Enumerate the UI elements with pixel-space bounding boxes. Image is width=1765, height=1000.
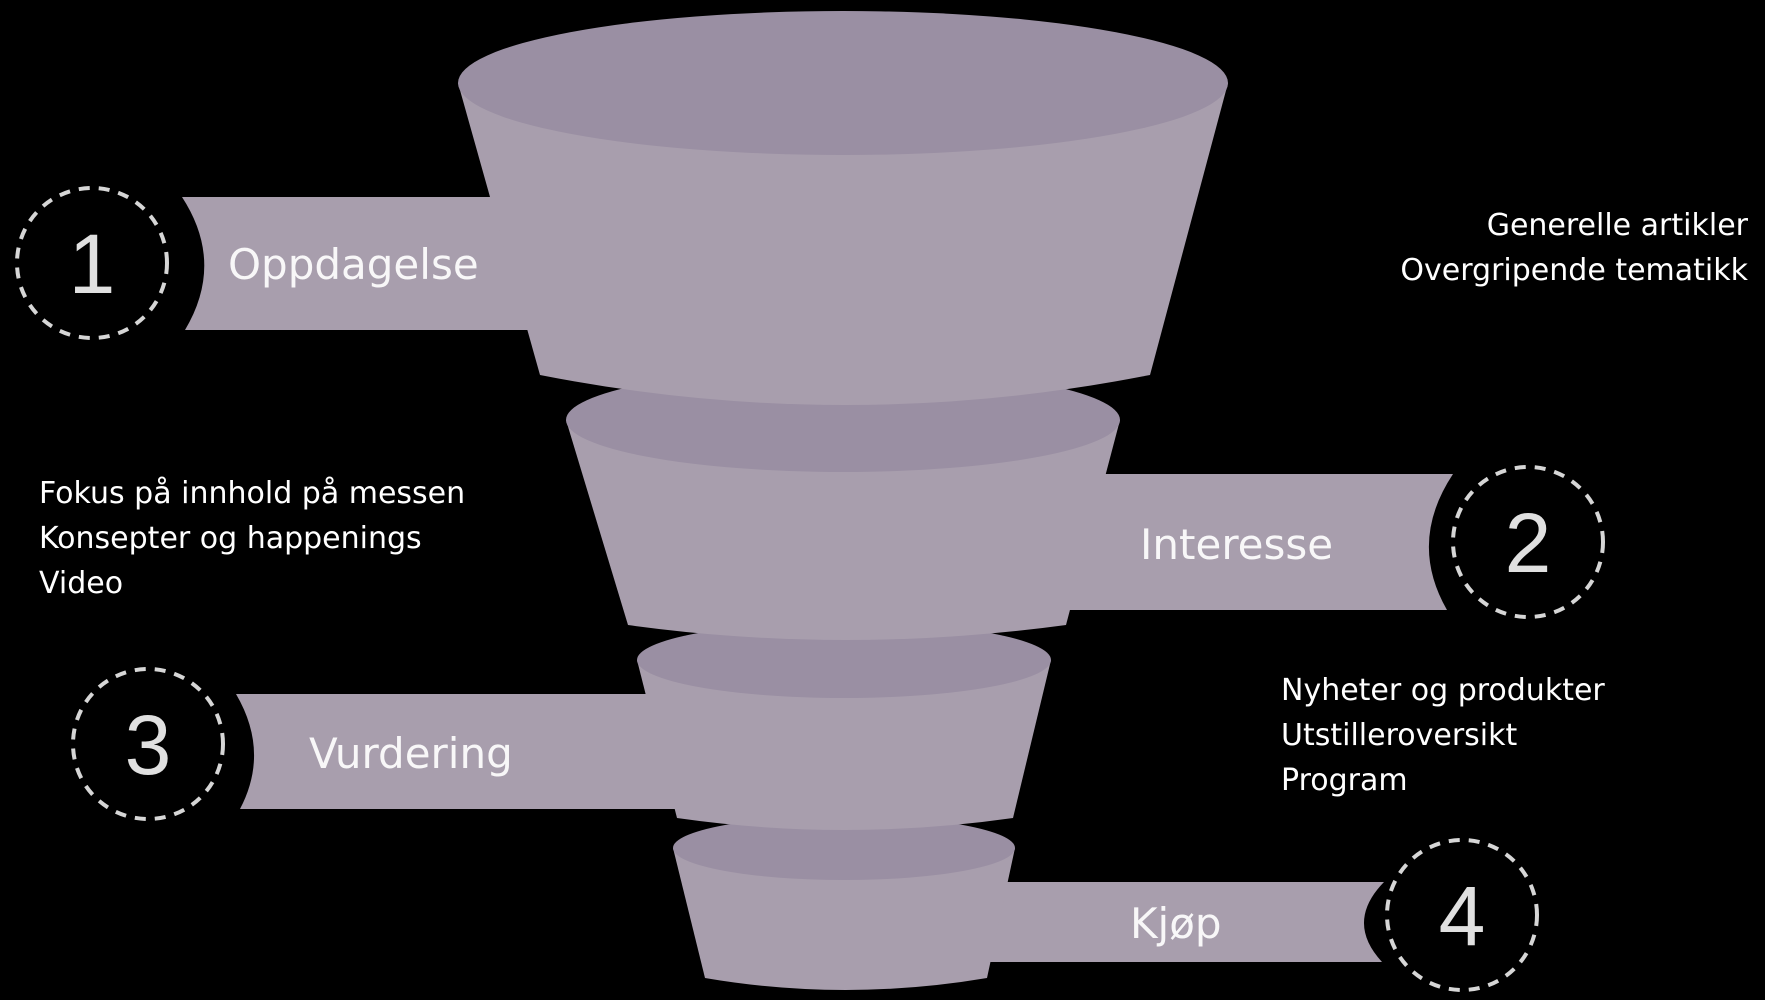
stage-2-dashed-circle [1451, 465, 1605, 619]
funnel-segment-4 [673, 816, 1015, 990]
funnel-segment-1 [458, 11, 1228, 405]
stage-2-description-line: Video [39, 566, 124, 601]
stage-2-description-line: Konsepter og happenings [39, 521, 422, 556]
stage-4-dashed-circle [1385, 838, 1539, 992]
stage-3-description-line: Utstilleroversikt [1281, 718, 1518, 753]
stage-1-description-line: Generelle artikler [1486, 208, 1748, 243]
stage-3-badge: 3 [66, 662, 230, 826]
stage-1-description-line: Overgripende tematikk [1400, 253, 1748, 288]
stage-3-number: 3 [125, 698, 172, 792]
stage-1-badge: 1 [10, 181, 174, 345]
stage-1-banner: Oppdagelse [182, 197, 540, 330]
stage-4-banner: Kjøp [975, 882, 1384, 962]
stage-2-number: 2 [1505, 496, 1552, 590]
stage-2-label: Interesse [1140, 520, 1333, 569]
stage-3-banner: Vurdering [236, 694, 690, 809]
stage-2-description-line: Fokus på innhold på messen [39, 476, 466, 511]
stage-4-badge: 4 [1380, 833, 1544, 997]
funnel-segment-3 [637, 622, 1051, 830]
stage-3-label: Vurdering [309, 729, 513, 778]
funnel-segment-2 [566, 368, 1120, 640]
stage-2-badge: 2 [1446, 460, 1610, 624]
stage-3-description: Nyheter og produkter Utstilleroversikt P… [1281, 668, 1605, 803]
stage-3-banner-shape [236, 694, 690, 809]
stage-2-banner-shape [1040, 474, 1453, 610]
stage-3-dashed-circle [71, 667, 225, 821]
stage-4-label: Kjøp [1130, 899, 1222, 948]
stage-1-description: Generelle artikler Overgripende tematikk [1400, 203, 1748, 293]
stage-3-description-line: Program [1281, 763, 1408, 798]
stage-4-banner-shape [975, 882, 1384, 962]
stage-1-label: Oppdagelse [228, 240, 479, 289]
stage-3-description-line: Nyheter og produkter [1281, 673, 1605, 708]
stage-1-number: 1 [69, 217, 116, 311]
stage-4-number: 4 [1439, 869, 1486, 963]
stage-1-banner-shape [182, 197, 540, 330]
stage-1-dashed-circle [15, 186, 169, 340]
stage-2-banner: Interesse [1040, 474, 1453, 610]
stage-2-description: Fokus på innhold på messen Konsepter og … [39, 471, 465, 606]
